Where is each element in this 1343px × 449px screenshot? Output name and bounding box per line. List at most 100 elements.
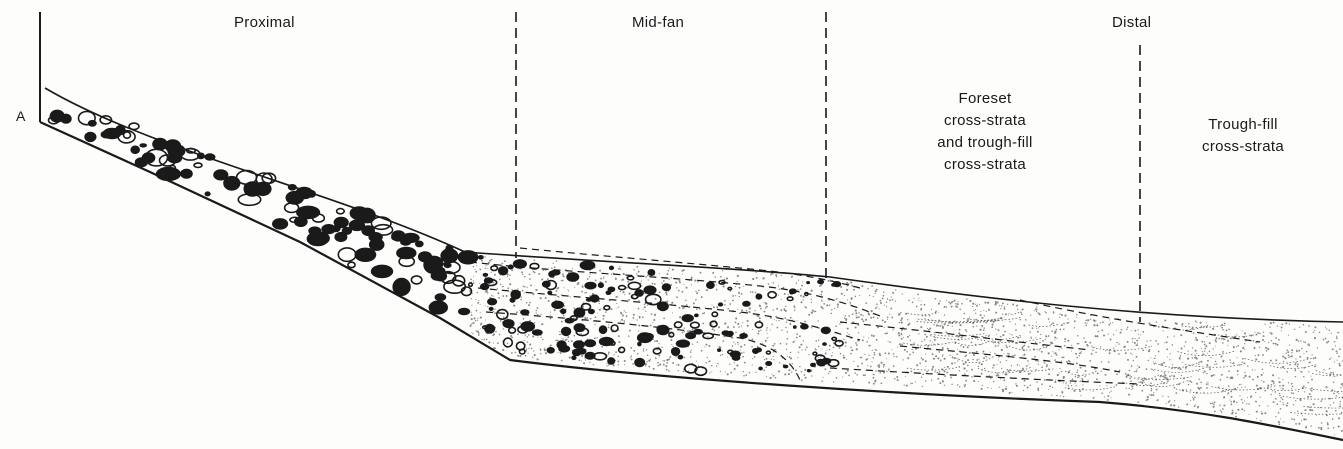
sand-grain bbox=[507, 287, 509, 289]
sand-grain bbox=[944, 307, 945, 308]
sand-grain bbox=[1085, 341, 1087, 343]
sand-grain bbox=[851, 298, 853, 300]
sand-grain bbox=[1229, 359, 1231, 361]
sand-grain bbox=[964, 386, 965, 387]
sand-grain bbox=[1296, 350, 1298, 352]
sand-grain bbox=[926, 371, 928, 373]
sand-grain bbox=[940, 360, 942, 362]
sand-grain bbox=[1273, 322, 1275, 324]
sand-grain bbox=[1277, 326, 1278, 327]
sand-grain bbox=[1320, 428, 1322, 430]
gravel-clast bbox=[637, 333, 652, 343]
cross-stratum-lamina bbox=[1316, 370, 1343, 375]
sand-grain bbox=[700, 272, 702, 274]
sand-grain bbox=[663, 364, 665, 366]
gravel-clast bbox=[510, 298, 515, 303]
sand-grain bbox=[1030, 315, 1031, 316]
sand-grain bbox=[748, 311, 750, 313]
sand-grain bbox=[829, 345, 831, 347]
sand-grain bbox=[1304, 391, 1305, 392]
sand-grain bbox=[883, 366, 884, 367]
sand-grain bbox=[1329, 368, 1331, 370]
sand-grain bbox=[1028, 346, 1030, 348]
sand-grain bbox=[1336, 395, 1338, 397]
sand-grain bbox=[716, 284, 717, 285]
sand-grain bbox=[1077, 377, 1078, 378]
sand-grain bbox=[920, 310, 921, 311]
sand-grain bbox=[695, 291, 696, 292]
sand-grain bbox=[1019, 365, 1020, 366]
sand-grain bbox=[1288, 382, 1289, 383]
sand-grain bbox=[671, 344, 672, 345]
sand-grain bbox=[1313, 332, 1314, 333]
sand-grain bbox=[981, 373, 982, 374]
sand-grain bbox=[858, 312, 859, 313]
sand-grain bbox=[979, 304, 980, 305]
sand-grain bbox=[1242, 347, 1244, 349]
sand-grain bbox=[720, 354, 722, 356]
sand-grain bbox=[1298, 340, 1299, 341]
sand-grain bbox=[775, 377, 777, 379]
sand-grain bbox=[1196, 353, 1197, 354]
sand-grain bbox=[996, 373, 998, 375]
sand-grain bbox=[1129, 377, 1131, 379]
sand-grain bbox=[666, 273, 668, 275]
sand-grain bbox=[907, 324, 909, 326]
sand-grain bbox=[939, 300, 941, 302]
sand-grain bbox=[1298, 391, 1299, 392]
sand-grain bbox=[924, 334, 926, 336]
sand-grain bbox=[661, 346, 662, 347]
sand-grain bbox=[473, 280, 474, 281]
sand-grain bbox=[1256, 411, 1258, 413]
sand-grain bbox=[848, 334, 849, 335]
sand-grain bbox=[1144, 382, 1145, 383]
sand-grain bbox=[1007, 370, 1009, 372]
sand-grain bbox=[1215, 361, 1217, 363]
gravel-clast bbox=[662, 284, 671, 291]
sand-grain bbox=[855, 310, 857, 312]
sand-grain bbox=[837, 303, 839, 305]
sand-grain bbox=[519, 355, 521, 357]
sand-grain bbox=[1195, 404, 1196, 405]
sand-grain bbox=[808, 314, 810, 316]
sand-grain bbox=[1330, 372, 1332, 374]
sand-grain bbox=[1119, 332, 1121, 334]
gravel-clast bbox=[832, 337, 836, 340]
sand-grain bbox=[856, 348, 858, 350]
sand-grain bbox=[1185, 367, 1187, 369]
sand-grain bbox=[1075, 376, 1077, 378]
sand-grain bbox=[1152, 394, 1154, 396]
sand-grain bbox=[644, 304, 646, 306]
sand-grain bbox=[1332, 372, 1334, 374]
sand-grain bbox=[813, 311, 815, 313]
sand-grain bbox=[766, 306, 768, 308]
sand-grain bbox=[883, 295, 885, 297]
sand-grain bbox=[532, 335, 534, 337]
gravel-clast bbox=[131, 146, 140, 154]
sand-grain bbox=[1283, 404, 1285, 406]
sand-grain bbox=[497, 292, 499, 294]
sand-grain bbox=[1164, 379, 1165, 380]
sand-grain bbox=[589, 273, 590, 274]
sand-grain bbox=[1212, 403, 1213, 404]
sand-grain bbox=[1071, 385, 1072, 386]
sand-grain bbox=[1040, 334, 1041, 335]
sand-grain bbox=[1244, 349, 1245, 350]
sand-grain bbox=[1333, 427, 1334, 428]
sand-grain bbox=[1061, 348, 1062, 349]
sand-grain bbox=[1232, 410, 1234, 412]
sand-grain bbox=[1022, 368, 1024, 370]
sand-grain bbox=[1225, 334, 1227, 336]
sand-grain bbox=[526, 302, 528, 304]
sand-grain bbox=[1304, 341, 1306, 343]
sand-grain bbox=[1321, 422, 1323, 424]
sand-grain bbox=[791, 276, 793, 278]
sand-grain bbox=[1105, 350, 1106, 351]
sand-grain bbox=[1271, 333, 1273, 335]
sand-grain bbox=[879, 308, 880, 309]
sand-grain bbox=[1306, 426, 1307, 427]
sand-grain bbox=[562, 338, 564, 340]
sand-grain bbox=[1197, 370, 1199, 372]
sand-grain bbox=[871, 285, 873, 287]
sand-grain bbox=[798, 289, 799, 290]
